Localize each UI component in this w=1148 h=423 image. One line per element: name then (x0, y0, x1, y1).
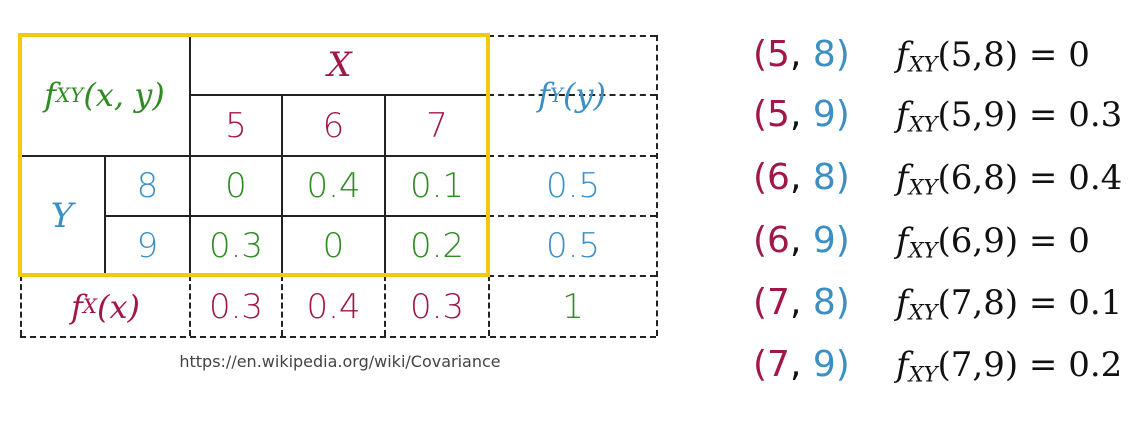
source-citation: https://en.wikipedia.org/wiki/Covariance (179, 352, 501, 371)
grid-line-dashed (488, 35, 656, 37)
pair-coordinate: (7, 9) (753, 344, 850, 385)
grid-line-dashed (488, 215, 656, 217)
grid-line-dashed (488, 94, 656, 96)
grid-line-dashed (189, 275, 191, 336)
joint-prob-cell: 0.1 (409, 166, 465, 206)
pair-coordinate: (7, 8) (753, 282, 850, 323)
joint-prob-cell: 0 (225, 166, 247, 206)
grid-line-dashed (488, 275, 656, 277)
y-variable-header: Y (50, 196, 74, 236)
grid-line (281, 94, 283, 275)
pair-probability: fXY(5,8) = 0 (896, 35, 1090, 77)
pair-probability: fXY(7,9) = 0.2 (896, 345, 1123, 387)
grid-line-dashed (20, 275, 22, 336)
marginal-y-value: 0.5 (545, 166, 601, 206)
x-value: 7 (426, 105, 448, 146)
pair-coordinate: (6, 9) (753, 220, 850, 261)
joint-prob-cell: 0 (322, 226, 345, 266)
grid-line-dashed (20, 336, 656, 338)
grid-line-dashed (488, 275, 490, 336)
marginal-x-value: 0.4 (306, 286, 361, 327)
pair-probability: fXY(7,8) = 0.1 (896, 283, 1123, 325)
marginal-x-value: 0.3 (409, 286, 465, 327)
grid-line-dashed (384, 275, 386, 336)
pair-coordinate: (5, 9) (753, 94, 850, 135)
pair-probability: fXY(6,8) = 0.4 (896, 158, 1123, 200)
joint-prob-cell: 0.2 (409, 226, 465, 266)
x-value: 5 (225, 105, 247, 146)
grid-line (384, 94, 386, 275)
grid-line-dashed (656, 35, 658, 336)
grid-line (104, 215, 488, 217)
y-value: 8 (136, 166, 159, 206)
y-value: 9 (136, 226, 159, 266)
grid-line (189, 94, 488, 96)
total-probability: 1 (562, 286, 584, 327)
pair-coordinate: (5, 8) (753, 34, 850, 75)
marginal-y-value: 0.5 (545, 226, 601, 266)
joint-prob-cell: 0.3 (208, 226, 264, 266)
x-value: 6 (322, 105, 345, 146)
joint-prob-cell: 0.4 (306, 166, 361, 206)
pair-probability: fXY(6,9) = 0 (896, 221, 1090, 263)
grid-line-dashed (281, 275, 283, 336)
joint-highlight-box (18, 33, 490, 277)
pair-coordinate: (6, 8) (753, 157, 850, 198)
grid-line (20, 155, 488, 157)
marginal-x-value: 0.3 (208, 286, 264, 327)
pair-probability: fXY(5,9) = 0.3 (896, 95, 1123, 137)
grid-line-dashed (488, 155, 656, 157)
x-variable-header: X (327, 44, 352, 85)
